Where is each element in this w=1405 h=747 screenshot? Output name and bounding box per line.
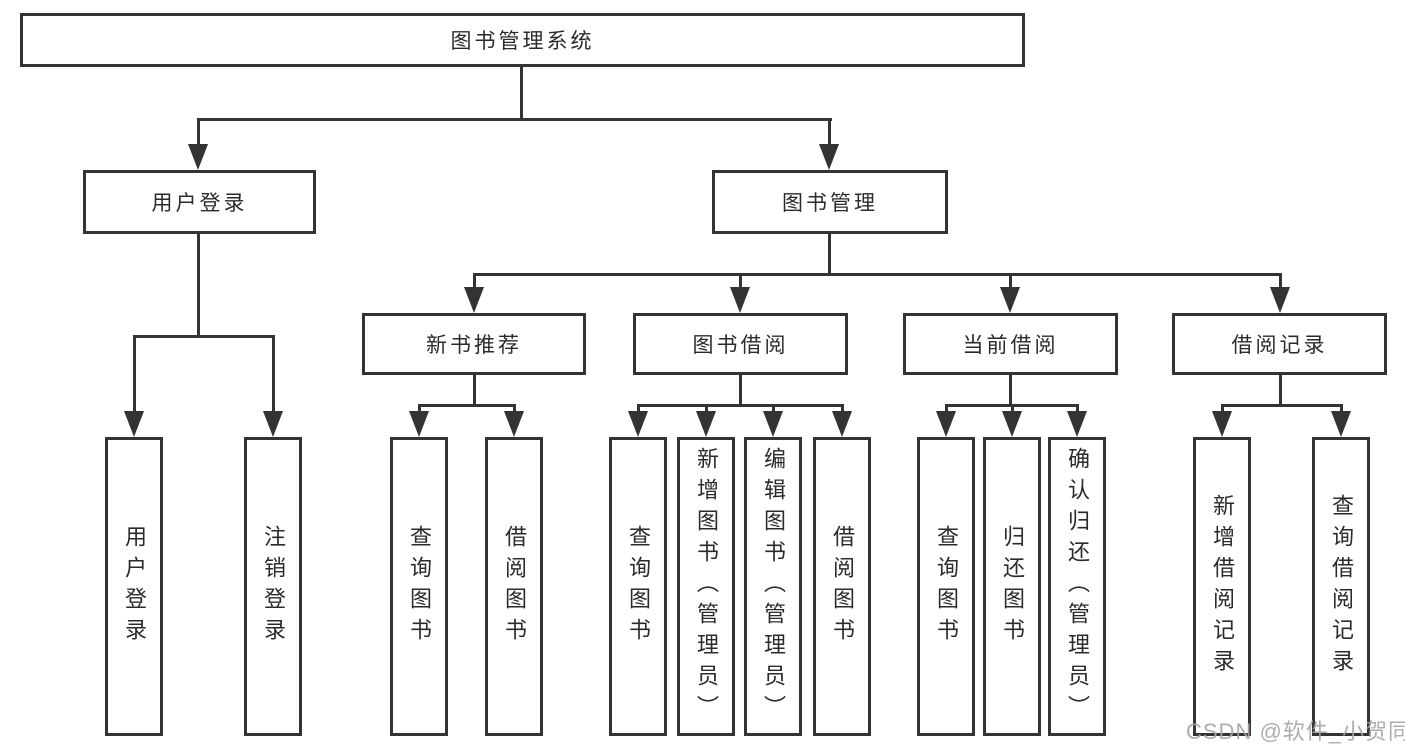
connector-line	[197, 234, 200, 338]
connector-line	[1221, 404, 1343, 407]
connector-line	[772, 404, 775, 416]
connector-line	[197, 118, 200, 150]
arrow-down-icon	[763, 411, 783, 437]
connector-line	[1011, 404, 1014, 416]
arrow-down-icon	[819, 144, 839, 170]
node-label: 借阅图书	[502, 524, 527, 649]
node-book-management: 图书管理	[712, 170, 948, 234]
arrow-down-icon	[1067, 411, 1087, 437]
node-label: 用户登录	[122, 524, 147, 649]
node-query-borrow-record: 查询借阅记录	[1312, 437, 1370, 736]
node-label: 图书管理系统	[450, 30, 595, 53]
node-confirm-return-admin: 确认归还（管理员）	[1048, 437, 1106, 736]
node-query-books-borrowing: 查询图书	[609, 437, 667, 736]
node-add-book-admin: 新增图书（管理员）	[677, 437, 735, 736]
node-label: 归还图书	[1000, 524, 1025, 649]
connector-line	[637, 404, 844, 407]
connector-line	[1009, 375, 1012, 407]
node-book-borrowing: 图书借阅	[633, 313, 848, 375]
node-label: 查询图书	[626, 524, 651, 649]
connector-line	[473, 273, 476, 293]
connector-line	[637, 404, 640, 416]
connector-line	[828, 234, 831, 276]
node-query-books-current: 查询图书	[917, 437, 975, 736]
node-new-book-recommend: 新书推荐	[362, 313, 586, 375]
node-label: 借阅图书	[830, 524, 855, 649]
node-label: 图书借阅	[692, 334, 789, 357]
node-label: 编辑图书（管理员）	[761, 447, 786, 726]
node-label: 注销登录	[261, 524, 286, 649]
node-label: 新书推荐	[426, 334, 522, 357]
node-borrow-books-borrowing: 借阅图书	[813, 437, 871, 736]
connector-line	[133, 335, 275, 338]
arrow-down-icon	[832, 411, 852, 437]
connector-line	[945, 404, 948, 416]
arrow-down-icon	[504, 411, 524, 437]
connector-line	[1340, 404, 1343, 416]
arrow-down-icon	[696, 411, 716, 437]
arrow-down-icon	[188, 144, 208, 170]
connector-line	[473, 375, 476, 407]
node-logout: 注销登录	[244, 437, 302, 736]
connector-line	[513, 404, 516, 416]
arrow-down-icon	[1212, 411, 1232, 437]
node-user-login-leaf: 用户登录	[105, 437, 163, 736]
node-library-management-system: 图书管理系统	[20, 13, 1025, 67]
node-label: 借阅记录	[1231, 334, 1328, 357]
node-label: 图书管理	[782, 192, 878, 215]
node-label: 用户登录	[151, 192, 248, 215]
connector-line	[418, 404, 421, 416]
node-borrow-books-recommend: 借阅图书	[485, 437, 543, 736]
connector-line	[1279, 375, 1282, 407]
node-user-login: 用户登录	[83, 170, 316, 234]
connector-line	[841, 404, 844, 416]
node-label: 查询图书	[407, 524, 432, 649]
connector-line	[473, 273, 1282, 276]
node-label: 新增借阅记录	[1210, 493, 1235, 680]
node-label: 当前借阅	[962, 334, 1059, 357]
node-label: 确认归还（管理员）	[1065, 447, 1090, 726]
connector-line	[520, 67, 523, 120]
node-borrow-records: 借阅记录	[1172, 313, 1387, 375]
arrow-down-icon	[628, 411, 648, 437]
arrow-down-icon	[124, 411, 144, 437]
arrow-down-icon	[1331, 411, 1351, 437]
arrow-down-icon	[1002, 411, 1022, 437]
arrow-down-icon	[1000, 287, 1020, 313]
node-label: 查询借阅记录	[1329, 493, 1354, 680]
arrow-down-icon	[936, 411, 956, 437]
connector-line	[739, 375, 742, 407]
node-return-book: 归还图书	[983, 437, 1041, 736]
connector-line	[418, 404, 516, 407]
watermark-text: CSDN @软件_小贺同学	[1186, 719, 1405, 744]
arrow-down-icon	[409, 411, 429, 437]
connector-line	[705, 404, 708, 416]
node-edit-book-admin: 编辑图书（管理员）	[744, 437, 802, 736]
connector-line	[1076, 404, 1079, 416]
connector-line	[1221, 404, 1224, 416]
node-query-books-recommend: 查询图书	[390, 437, 448, 736]
arrow-down-icon	[730, 287, 750, 313]
connector-line	[1279, 273, 1282, 293]
arrow-down-icon	[464, 287, 484, 313]
node-label: 新增图书（管理员）	[694, 447, 719, 726]
connector-line	[828, 118, 831, 150]
connector-line	[739, 273, 742, 293]
connector-line	[133, 335, 136, 415]
connector-line	[272, 335, 275, 415]
connector-line	[1009, 273, 1012, 293]
arrow-down-icon	[263, 411, 283, 437]
node-add-borrow-record: 新增借阅记录	[1193, 437, 1251, 736]
node-label: 查询图书	[934, 524, 959, 649]
node-current-borrowing: 当前借阅	[903, 313, 1118, 375]
arrow-down-icon	[1270, 287, 1290, 313]
connector-line	[197, 118, 832, 121]
